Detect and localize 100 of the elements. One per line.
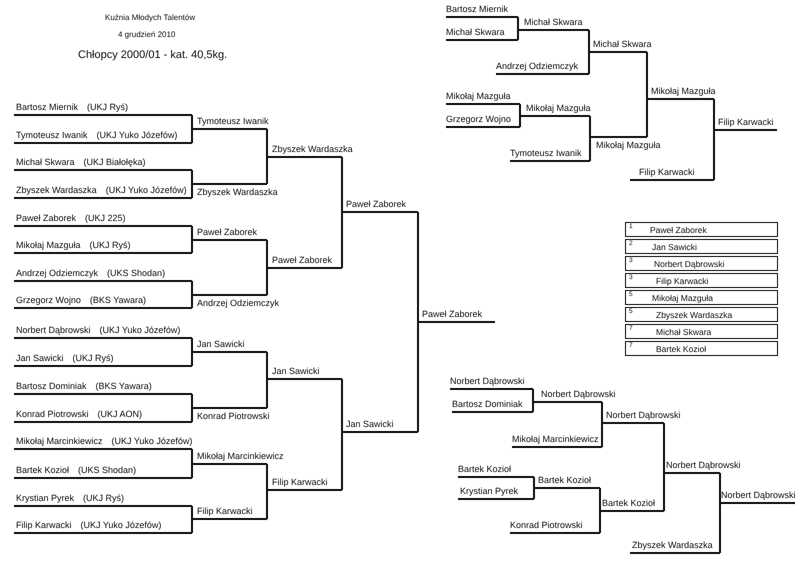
club-name: (BKS Yawara) (96, 380, 152, 392)
athlete-name: Norbert Dąbrowski (721, 489, 795, 501)
bracket-line (341, 379, 343, 432)
bracket-line (341, 432, 343, 490)
bracket-slot (496, 60, 589, 75)
athlete-name: Mikołaj Mazguła (16, 239, 81, 251)
bracket-line (532, 402, 534, 412)
athlete-name: Filip Karwacki (197, 505, 253, 517)
bracket-slot (342, 198, 418, 213)
bracket-slot (14, 239, 192, 254)
bracket-slot (452, 398, 533, 413)
bracket-slot (458, 485, 534, 500)
bracket-slot (14, 464, 192, 479)
bracket-line (599, 488, 601, 511)
athlete-name: Andrzej Odziemczyk (496, 60, 578, 72)
athlete-name: Filip Karwacki (718, 116, 774, 128)
club-name: (UKJ Ryś) (83, 492, 124, 504)
bracket-slot (600, 497, 664, 512)
bracket-slot (14, 156, 192, 171)
athlete-name: Norbert Dąbrowski (654, 259, 724, 269)
bracket-line (266, 490, 268, 519)
athlete-name: Mikołaj Marcinkiewicz (512, 433, 599, 445)
club-name: (UKS Shodan) (107, 267, 166, 279)
bracket-line (589, 116, 591, 137)
club-name: (UKJ Białołęka) (84, 156, 146, 168)
bracket-line (266, 157, 268, 184)
bracket-slot (14, 324, 192, 339)
bracket-slot (14, 519, 192, 534)
bracket-slot (512, 433, 602, 448)
bracket-line (519, 116, 521, 127)
club-name: (BKS Yawara) (90, 294, 146, 306)
bracket-line (719, 473, 721, 503)
athlete-name: Bartosz Miernik (446, 3, 508, 15)
bracket-slot (450, 375, 533, 390)
bracket-slot (14, 492, 192, 507)
bracket-line (719, 503, 721, 553)
athlete-name: Bartosz Dominiak (452, 398, 523, 410)
athlete-name: Bartek Kozioł (656, 344, 706, 354)
bracket-line (713, 99, 715, 130)
athlete-name: Norbert Dąbrowski (541, 388, 616, 400)
category-heading: Chłopcy 2000/01 - kat. 40,5kg. (78, 49, 228, 61)
club-name: (UKJ Ryś) (90, 239, 131, 251)
bracket-slot (518, 16, 589, 31)
bracket-line (191, 226, 193, 240)
bracket-slot (418, 308, 495, 323)
bracket-line (588, 52, 590, 74)
bracket-slot (14, 435, 192, 450)
bracket-slot (630, 539, 720, 554)
bracket-line (191, 506, 193, 519)
bracket-slot (14, 352, 192, 367)
club-name: (UKJ 225) (85, 212, 126, 224)
athlete-name: Zbyszek Wardaszka (656, 310, 732, 320)
bracket-line (533, 477, 535, 488)
bracket-slot (520, 102, 590, 117)
bracket-line (663, 473, 665, 511)
athlete-name: Grzegorz Wojno (446, 113, 511, 125)
bracket-slot (14, 294, 192, 309)
athlete-name: Bartosz Miernik (16, 101, 78, 113)
bracket-slot (446, 3, 518, 18)
club-name: (UKJ Yuko Józefów) (106, 184, 187, 196)
athlete-name: Michał Skwara (593, 38, 652, 50)
bracket-line (191, 295, 193, 308)
bracket-line (646, 52, 648, 99)
athlete-name: Krystian Pyrek (460, 485, 518, 497)
bracket-slot (720, 489, 795, 504)
club-name: (UKJ Yuko Józefów) (80, 519, 162, 531)
bracket-line (599, 511, 601, 533)
athlete-name: Michał Skwara (524, 16, 583, 28)
athlete-name: Jan Sawicki (197, 338, 245, 350)
bracket-slot (14, 212, 192, 227)
athlete-name: Michał Skwara (656, 327, 712, 337)
bracket-slot (192, 407, 267, 422)
athlete-name: Norbert Dąbrowski (606, 409, 681, 421)
bracket-line (266, 464, 268, 490)
bracket-slot (458, 463, 534, 478)
bracket-slot (192, 505, 267, 520)
athlete-name: Jan Sawicki (16, 352, 64, 364)
bracket-slot (714, 116, 777, 131)
athlete-name: Krystian Pyrek (16, 492, 74, 504)
bracket-line (517, 30, 519, 40)
athlete-name: Tymoteusz Iwanik (510, 147, 582, 159)
bracket-slot (342, 418, 418, 433)
bracket-slot (630, 166, 714, 181)
bracket-slot (14, 380, 192, 395)
bracket-slot (14, 184, 192, 199)
bracket-slot (534, 474, 600, 489)
athlete-name: Bartek Kozioł (602, 497, 656, 509)
athlete-name: Grzegorz Wojno (16, 294, 81, 306)
athlete-name: Norbert Dąbrowski (450, 375, 525, 387)
bracket-line (417, 212, 419, 322)
athlete-name: Paweł Zaborek (346, 198, 406, 210)
bracket-line (191, 394, 193, 408)
bracket-line (341, 212, 343, 268)
bracket-slot (267, 365, 342, 380)
athlete-name: Filip Karwacki (16, 519, 72, 531)
bracket-slot (510, 147, 590, 162)
bracket-line (191, 519, 193, 533)
club-name: (UKJ Yuko Józefów) (112, 435, 192, 447)
bracket-line (191, 338, 193, 352)
athlete-name: Paweł Zaborek (197, 226, 258, 238)
